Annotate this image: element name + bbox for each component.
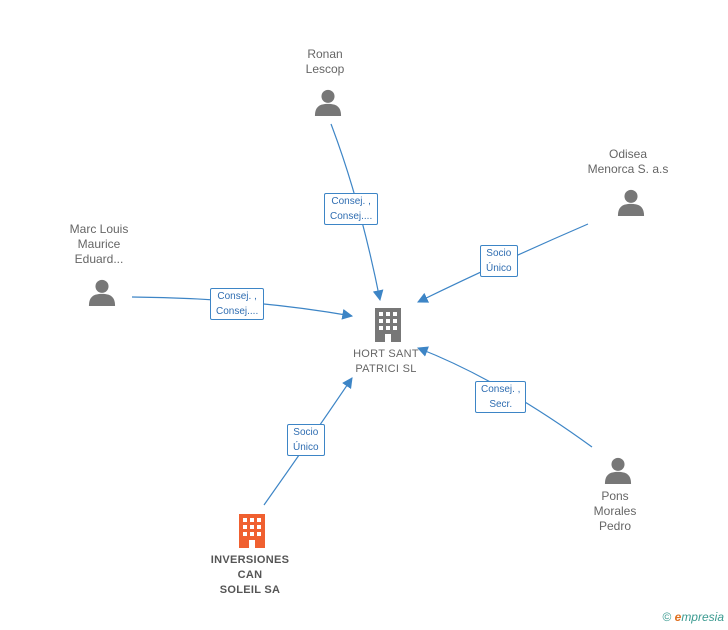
edge-label-ronan-line1: Consej. , — [331, 196, 371, 207]
pons-label-line1: Pons — [601, 489, 629, 503]
inversiones-company-label[interactable]: INVERSIONES CAN SOLEIL SA — [195, 553, 305, 598]
ronan-person-icon[interactable] — [314, 89, 342, 116]
odisea-label-line2: Menorca S. a.s — [587, 162, 669, 176]
brand-name-rest: mpresia — [681, 610, 724, 624]
edge-label-inversiones[interactable]: Socio Único — [287, 424, 325, 456]
center-company-icon[interactable] — [375, 308, 401, 342]
marc-label-line2: Maurice — [77, 237, 121, 251]
edge-label-pons[interactable]: Consej. , Secr. — [475, 381, 527, 413]
ronan-label-line1: Ronan — [307, 47, 343, 61]
center-label-line2: PATRICI SL — [355, 363, 417, 375]
pons-person-icon[interactable] — [604, 457, 632, 484]
center-label-line1: HORT SANT — [353, 348, 419, 360]
center-company-label[interactable]: HORT SANT PATRICI SL — [336, 347, 436, 377]
edge-label-marc-line2: Consej.... — [216, 306, 259, 317]
edge-label-odisea[interactable]: Socio Único — [480, 245, 518, 277]
edge-label-marc-line1: Consej. , — [217, 291, 257, 302]
inversiones-label-line1: INVERSIONES — [210, 554, 290, 566]
edge-label-marc[interactable]: Consej. , Consej.... — [210, 288, 265, 320]
odisea-label-line1: Odisea — [608, 147, 648, 161]
inversiones-label-line2: CAN — [237, 569, 263, 581]
pons-label-line3: Pedro — [598, 519, 632, 533]
odisea-person-icon[interactable] — [617, 189, 645, 216]
marc-label-line1: Marc Louis — [69, 222, 129, 236]
edge-label-inversiones-line2: Único — [293, 442, 319, 453]
edge-label-pons-line1: Consej. , — [481, 384, 521, 395]
copyright-symbol: © — [662, 610, 672, 624]
inversiones-company-icon[interactable] — [239, 514, 265, 548]
edge-label-pons-line2: Secr. — [489, 399, 513, 410]
marc-person-icon[interactable] — [88, 279, 116, 306]
footer-brand[interactable]: © empresia — [662, 610, 724, 624]
ronan-label-line2: Lescop — [305, 62, 345, 76]
pons-label[interactable]: Pons Morales Pedro — [578, 489, 652, 534]
edge-label-ronan[interactable]: Consej. , Consej.... — [324, 193, 379, 225]
edge-label-odisea-line1: Socio — [486, 248, 512, 259]
odisea-label[interactable]: Odisea Menorca S. a.s — [568, 147, 688, 177]
edge-label-inversiones-line1: Socio — [293, 427, 319, 438]
brand-e-letter: e — [674, 610, 682, 624]
edge-label-ronan-line2: Consej.... — [330, 211, 373, 222]
inversiones-label-line3: SOLEIL SA — [219, 584, 281, 596]
ronan-label[interactable]: Ronan Lescop — [290, 47, 360, 77]
marc-label-line3: Eduard... — [74, 252, 124, 266]
pons-label-line2: Morales — [593, 504, 637, 518]
edge-label-odisea-line2: Único — [486, 263, 512, 274]
marc-label[interactable]: Marc Louis Maurice Eduard... — [54, 222, 144, 267]
